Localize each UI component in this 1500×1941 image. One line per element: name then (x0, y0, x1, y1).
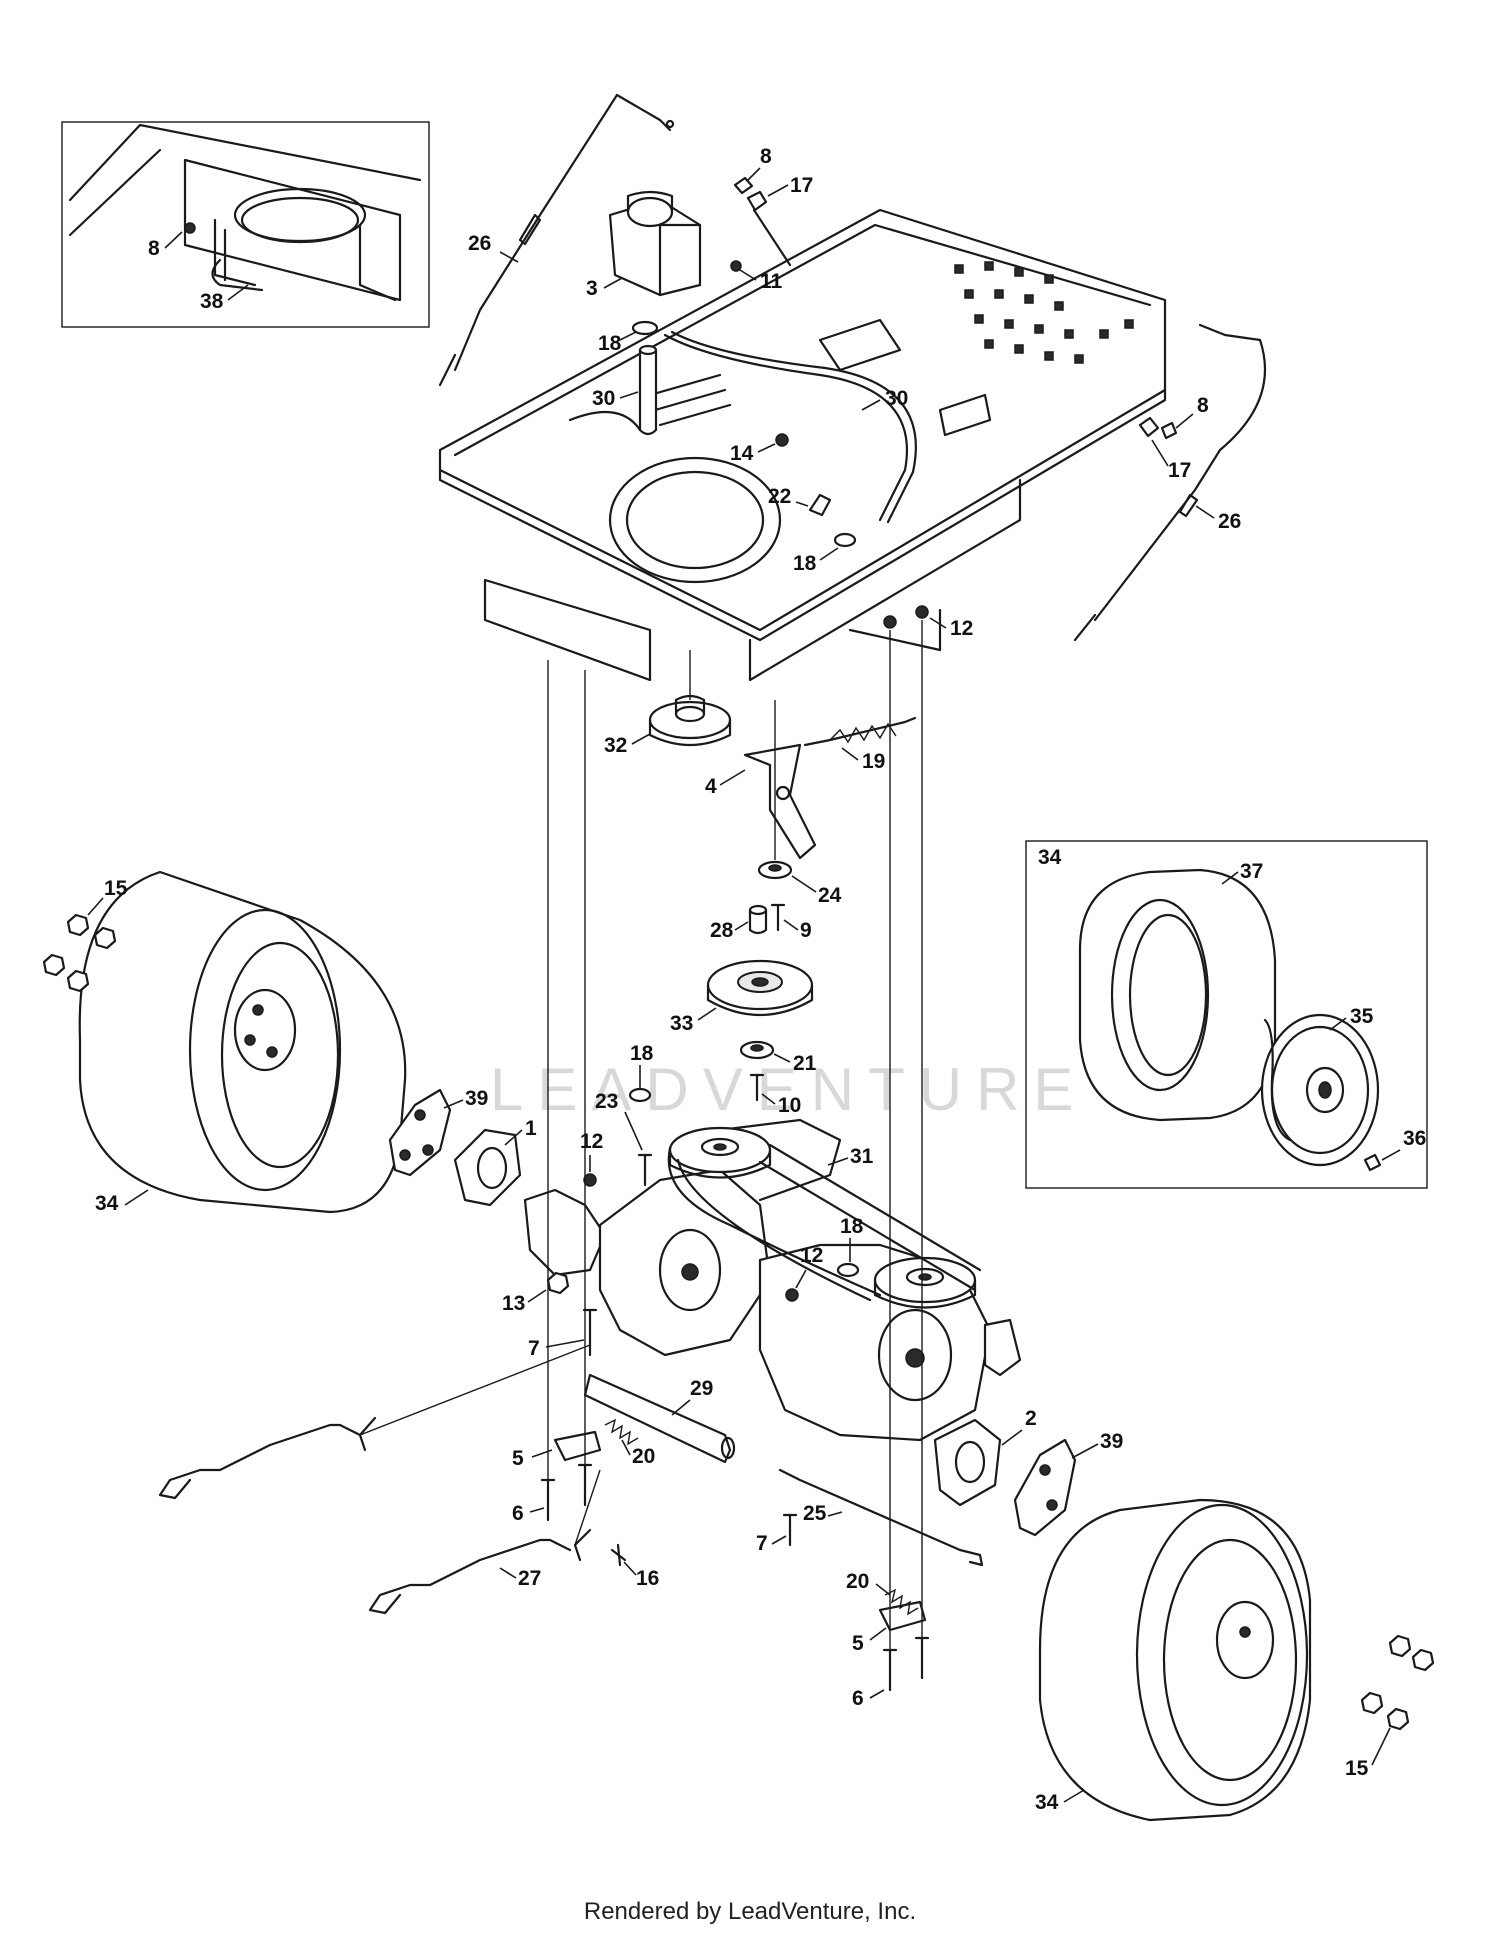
callout-2: 2 (1025, 1407, 1037, 1430)
callout-30: 30 (885, 387, 908, 410)
top-clamp (733, 176, 792, 267)
callout-30: 30 (592, 387, 615, 410)
callout-31: 31 (850, 1145, 874, 1168)
right-rear-wheel (1038, 1498, 1312, 1822)
footer-credit: Rendered by LeadVenture, Inc. (583, 1898, 917, 1925)
callout-18: 18 (793, 552, 817, 575)
callout-39: 39 (465, 1087, 488, 1110)
callout-20: 20 (846, 1570, 869, 1593)
callout-37: 37 (1240, 860, 1263, 883)
callout-21: 21 (793, 1052, 817, 1075)
callout-34: 34 (1035, 1791, 1059, 1814)
idler-pulley (706, 959, 814, 1016)
fuel-lines (638, 330, 917, 524)
vent-grid (954, 261, 1134, 364)
callout-3: 3 (586, 277, 598, 300)
callout-24: 24 (818, 884, 842, 907)
callout-35: 35 (1350, 1005, 1374, 1028)
callout-8: 8 (1197, 394, 1209, 417)
bypass-rod-right (778, 1468, 984, 1567)
callout-17: 17 (790, 174, 813, 197)
idler-bracket (743, 716, 917, 860)
callout-7: 7 (756, 1532, 768, 1555)
left-hub (453, 1128, 522, 1207)
callout-25: 25 (803, 1502, 827, 1525)
left-brake-disc (388, 1088, 452, 1177)
bypass-rod-left-upper (158, 1416, 377, 1500)
callout-33: 33 (670, 1012, 693, 1035)
alignment-lines (359, 620, 923, 1650)
watermark-text: LEADVENTURE (490, 1056, 1087, 1123)
callout-26: 26 (468, 232, 491, 255)
transaxle-pulley-right (873, 1256, 977, 1309)
callout-29: 29 (690, 1377, 713, 1400)
callout-18: 18 (598, 332, 622, 355)
lug-nuts-right (1360, 1634, 1435, 1731)
callout-28: 28 (710, 919, 734, 942)
transaxle-pulley-left (668, 1126, 772, 1179)
callout-18: 18 (840, 1215, 864, 1238)
callout-7: 7 (528, 1337, 540, 1360)
callout-23: 23 (595, 1090, 618, 1113)
axle-rod (583, 1373, 732, 1464)
callout-11: 11 (760, 270, 783, 293)
inset-wheel-exploded (1025, 840, 1428, 1189)
callout-4: 4 (705, 775, 717, 798)
callout-12: 12 (950, 617, 973, 640)
callout-8: 8 (148, 237, 160, 260)
callout-6: 6 (852, 1687, 864, 1710)
right-hub (933, 1418, 1002, 1507)
callout-5: 5 (852, 1632, 864, 1655)
callout-34: 34 (95, 1192, 119, 1215)
callout-5: 5 (512, 1447, 524, 1470)
callout-12: 12 (580, 1130, 603, 1153)
drive-belt (667, 1143, 982, 1302)
callout-36: 36 (1403, 1127, 1426, 1150)
callout-1: 1 (525, 1117, 537, 1140)
left-rear-wheel (78, 870, 407, 1214)
callout-14: 14 (730, 442, 754, 465)
chassis-frame (438, 208, 1167, 682)
callout-38: 38 (200, 290, 224, 313)
engine-pulley (648, 694, 732, 747)
callout-10: 10 (778, 1094, 801, 1117)
callout-32: 32 (604, 734, 627, 757)
bracket-left (553, 1418, 639, 1462)
callout-13: 13 (502, 1292, 525, 1315)
callout-18: 18 (630, 1042, 654, 1065)
callout-12: 12 (800, 1244, 823, 1267)
callout-19: 19 (862, 750, 885, 773)
throttle-cable-left (438, 93, 675, 387)
inset-fuel-mount (61, 121, 430, 328)
callout-15: 15 (1345, 1757, 1369, 1780)
callout-34: 34 (1038, 846, 1062, 869)
callout-8: 8 (760, 145, 772, 168)
fuel-tank (608, 190, 702, 297)
callout-17: 17 (1168, 459, 1191, 482)
callout-27: 27 (518, 1567, 541, 1590)
callout-39: 39 (1100, 1430, 1123, 1453)
bracket-right (878, 1588, 927, 1632)
callout-26: 26 (1218, 510, 1241, 533)
throttle-cable-right (1073, 323, 1267, 642)
callout-22: 22 (768, 485, 791, 508)
callout-16: 16 (636, 1567, 659, 1590)
callout-6: 6 (512, 1502, 524, 1525)
bypass-rod-left-lower (368, 1528, 592, 1615)
callout-20: 20 (632, 1445, 655, 1468)
right-brake-disc (1013, 1438, 1077, 1537)
callout-15: 15 (104, 877, 128, 900)
callout-9: 9 (800, 919, 812, 942)
lug-nuts-left (42, 913, 117, 993)
